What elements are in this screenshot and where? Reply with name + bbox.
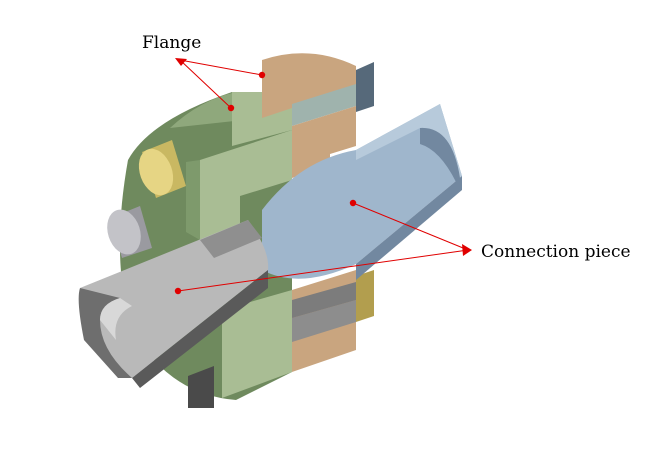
right-pipe [262, 104, 462, 280]
right-pipe-underside [356, 176, 462, 280]
flange-marker-tan [258, 71, 266, 79]
left-flange-step [200, 130, 292, 240]
flange-leader-1 [179, 59, 263, 76]
right-pipe-body [262, 104, 462, 279]
right-pipe-top-face [356, 104, 462, 180]
left-flange-lower-face [222, 290, 292, 398]
left-pipe-body [80, 220, 269, 378]
right-flange-lower-band [292, 300, 356, 342]
left-pipe-bore [100, 298, 132, 340]
connection-piece-label: Connection piece [481, 242, 631, 262]
bolt-gray [107, 206, 152, 258]
left-flange-inner-edge [186, 160, 200, 240]
bolt-yellow [138, 140, 186, 198]
left-pipe-lower-shadow [132, 270, 268, 388]
right-flange-bottom-tab [356, 270, 374, 322]
connection-leader-1 [352, 202, 469, 251]
connection-arrowhead [462, 244, 472, 256]
annotations: Flange Connection piece [142, 33, 631, 295]
right-pipe-end-bore [420, 127, 460, 182]
left-pipe [78, 220, 356, 388]
bolt-dark-bottom [188, 366, 214, 408]
bolts [107, 140, 214, 408]
right-flange-edge-tab [356, 62, 374, 112]
left-pipe-shoulder [200, 220, 262, 258]
flange-leader-2 [179, 59, 232, 109]
flange-arrowhead [175, 58, 187, 66]
flange-label: Flange [142, 33, 201, 53]
connection-marker-blue [349, 199, 357, 207]
flange-marker-green [227, 104, 235, 112]
connection-leader-2 [177, 249, 469, 292]
left-pipe-end-face [78, 288, 132, 378]
right-flange-top [262, 53, 356, 119]
connection-marker-gray [174, 287, 182, 295]
right-flange-face-upper [292, 106, 356, 178]
left-pipe-lower-bar [292, 282, 356, 318]
right-flange-band [292, 84, 356, 126]
